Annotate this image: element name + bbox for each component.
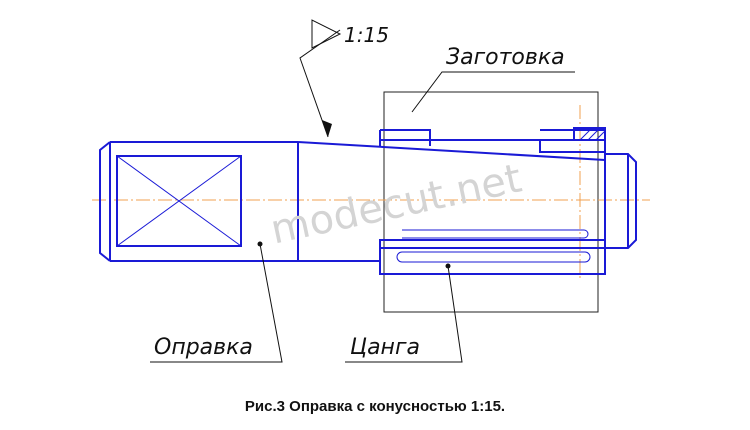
collet <box>379 127 606 275</box>
watermark: modecut.net <box>267 155 526 253</box>
blank-label: Заготовка <box>446 45 565 70</box>
mandrel <box>99 141 637 262</box>
blank-workpiece <box>383 91 599 313</box>
collet-label: Цанга <box>350 335 420 360</box>
taper-symbol <box>311 19 342 49</box>
leader-lines <box>150 29 575 363</box>
figure-caption: Рис.3 Оправка с конусностью 1:15. <box>244 398 506 415</box>
technical-drawing: 1:15 Заготовка Оправка Цанга modecut.net <box>92 19 650 363</box>
mandrel-label: Оправка <box>154 335 253 360</box>
taper-label: 1:15 <box>344 23 389 47</box>
